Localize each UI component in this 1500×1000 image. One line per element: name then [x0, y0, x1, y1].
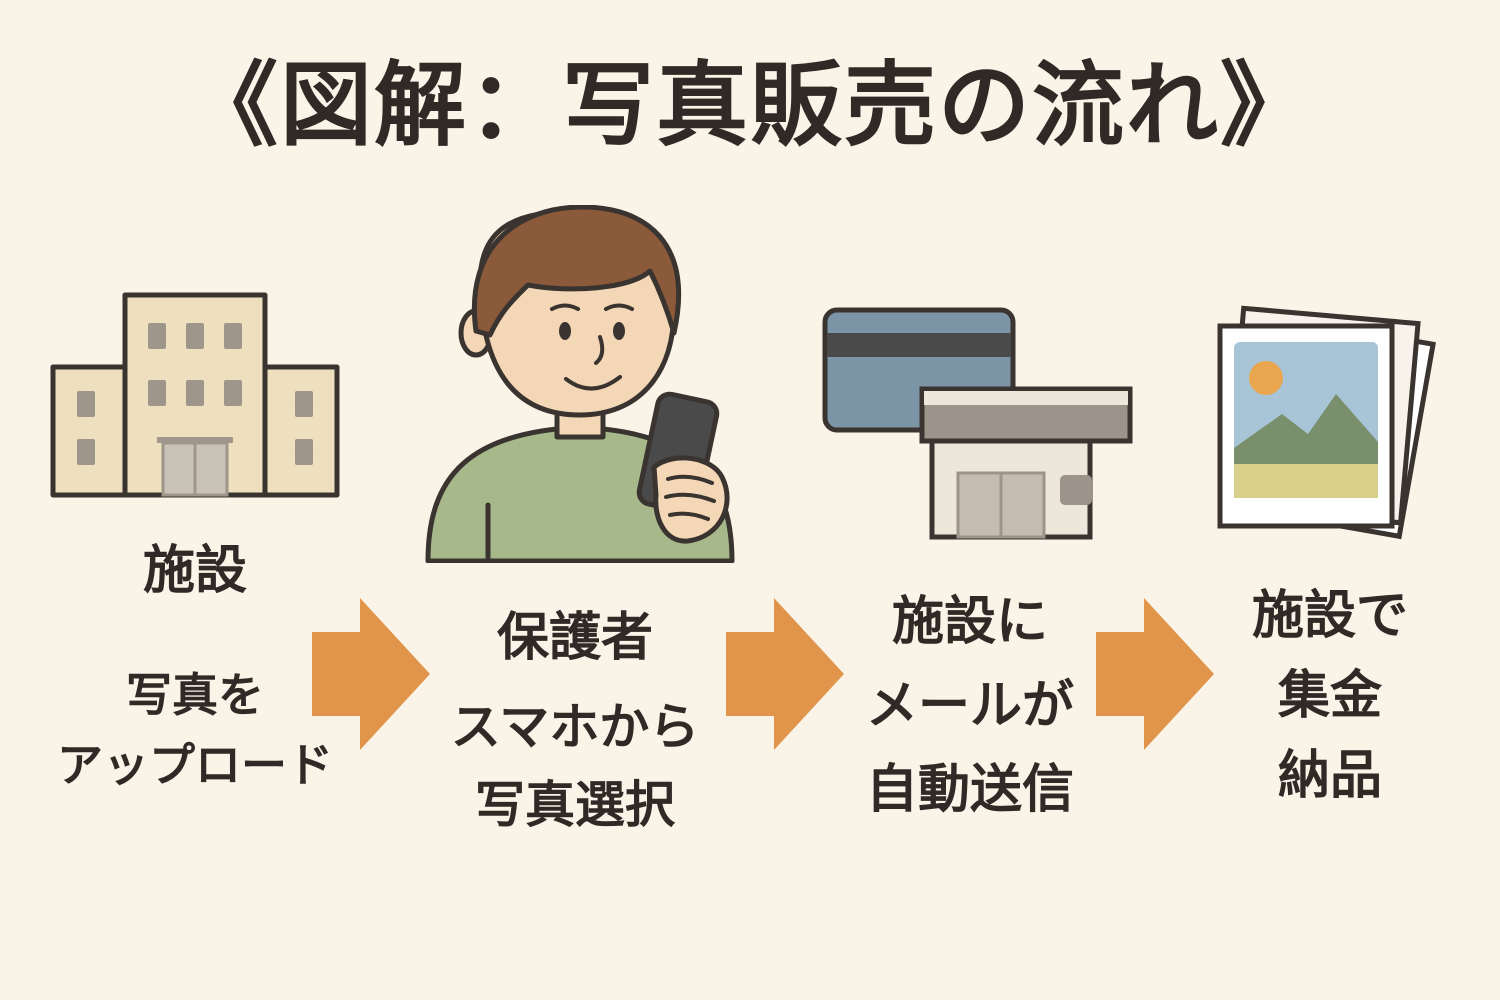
- card-store-icon: [822, 307, 1133, 540]
- step1-line-1: 写真を: [126, 668, 264, 722]
- step2-line-2: 写真選択: [475, 776, 675, 834]
- step1-actor: 施設: [142, 541, 247, 601]
- step4-line-1: 施設で: [1251, 586, 1408, 646]
- step2-line-1: スマホから: [450, 698, 700, 756]
- step2-description: スマホから 写真選択: [420, 688, 730, 844]
- diagram-title: 《図解：写真販売の流れ》: [185, 52, 1314, 159]
- step1-line-2: アップロード: [57, 738, 333, 792]
- arrow-icon-1: [312, 598, 430, 750]
- step2-actor: 保護者: [496, 608, 653, 668]
- person-smartphone-icon: [425, 205, 735, 563]
- arrow-icon-3: [1096, 598, 1214, 750]
- photos-icon: [1217, 305, 1436, 540]
- step4-line-3: 納品: [1277, 746, 1382, 806]
- step3-description: 施設に メールが 自動送信: [835, 580, 1105, 832]
- arrow-icon-2: [726, 598, 844, 750]
- step3-line-2: メールが: [865, 676, 1074, 736]
- building-icon: [50, 292, 340, 498]
- step4-line-2: 集金: [1277, 666, 1382, 726]
- step1-description: 写真を アップロード: [30, 660, 360, 800]
- step3-line-1: 施設に: [891, 592, 1048, 652]
- step4-description: 施設で 集金 納品: [1230, 576, 1430, 816]
- step3-line-3: 自動送信: [865, 760, 1074, 820]
